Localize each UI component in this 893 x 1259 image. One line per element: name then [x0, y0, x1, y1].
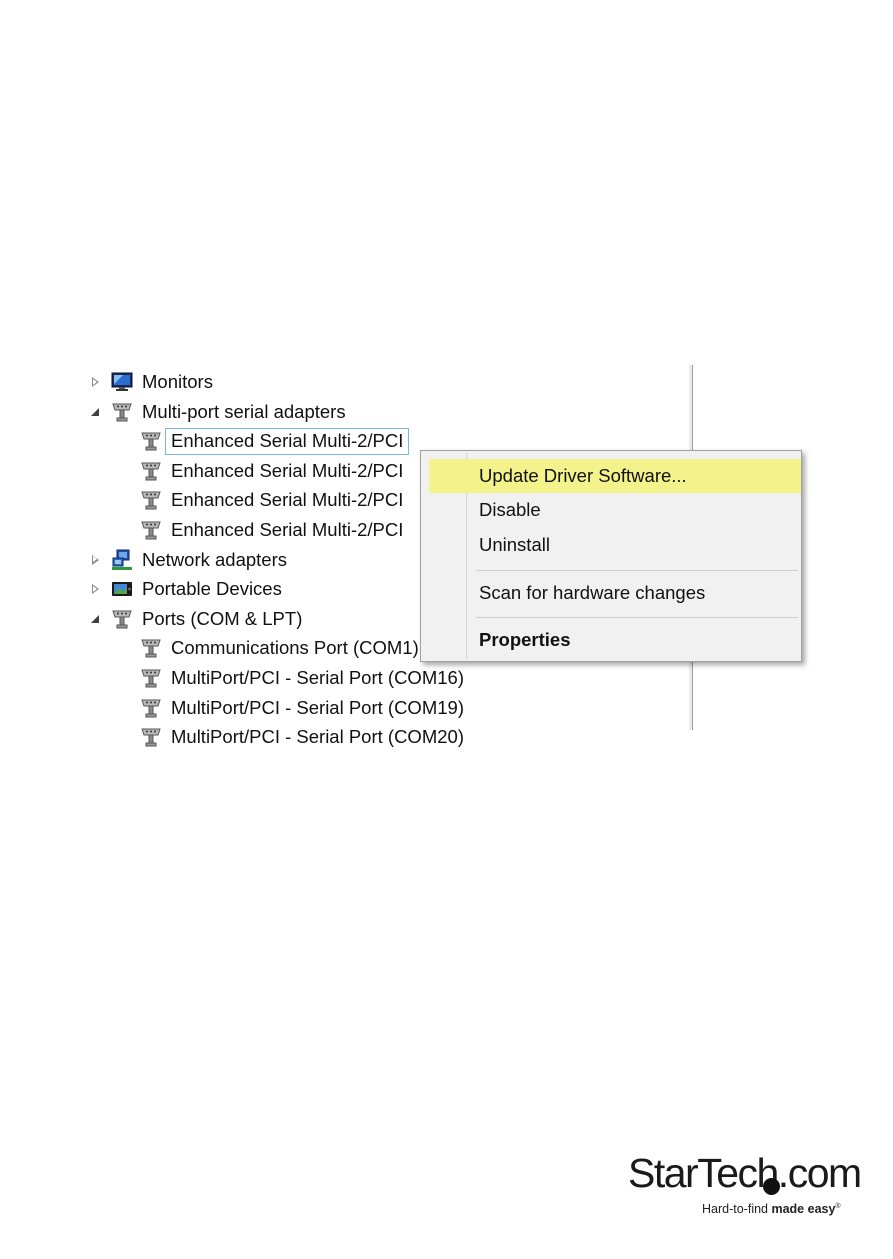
- tree-item[interactable]: MultiPort/PCI - Serial Port (COM20): [129, 724, 464, 750]
- monitor-icon: [111, 371, 133, 393]
- tree-item-label: Monitors: [142, 371, 213, 392]
- tree-item[interactable]: Communications Port (COM1): [129, 635, 419, 661]
- tree-item[interactable]: Enhanced Serial Multi-2/PCI: [129, 517, 403, 543]
- menu-item-label: Disable: [479, 499, 541, 520]
- collapse-arrow-icon[interactable]: [89, 405, 103, 419]
- context-menu: Update Driver Software... Disable Uninst…: [420, 450, 802, 662]
- tree-item[interactable]: MultiPort/PCI - Serial Port (COM19): [129, 695, 464, 721]
- menu-gutter: [466, 453, 467, 659]
- tree-item[interactable]: Portable Devices: [89, 576, 282, 602]
- serial-port-icon: [140, 519, 162, 541]
- startech-logo: StarTech.com Hard-to-find made easy®: [628, 1150, 862, 1220]
- logo-tagline: Hard-to-find made easy®: [702, 1202, 841, 1216]
- tree-item-label: Portable Devices: [142, 578, 282, 600]
- menu-item-disable[interactable]: Disable: [429, 493, 801, 527]
- serial-port-icon: [111, 401, 133, 423]
- tree-item[interactable]: Enhanced Serial Multi-2/PCI: [129, 458, 403, 484]
- tree-item-label: Enhanced Serial Multi-2/PCI: [171, 519, 404, 540]
- serial-port-icon: [140, 637, 162, 659]
- tree-item[interactable]: Ports (COM & LPT): [89, 606, 302, 632]
- registered-mark: ®: [835, 1202, 841, 1210]
- serial-port-icon: [140, 726, 162, 748]
- serial-port-icon: [140, 697, 162, 719]
- menu-item-label: Scan for hardware changes: [479, 582, 706, 603]
- tree-item[interactable]: MultiPort/PCI - Serial Port (COM16): [129, 665, 464, 691]
- tree-item-label: Enhanced Serial Multi-2/PCI: [171, 459, 404, 481]
- tree-item-label: Enhanced Serial Multi-2/PCI: [165, 427, 410, 455]
- expand-arrow-icon[interactable]: [89, 582, 103, 596]
- menu-item-scan-hardware[interactable]: Scan for hardware changes: [429, 576, 801, 610]
- portable-device-icon: [111, 578, 133, 600]
- tree-item[interactable]: Enhanced Serial Multi-2/PCI: [129, 487, 403, 513]
- logo-dot: [763, 1178, 780, 1195]
- serial-port-icon: [140, 667, 162, 689]
- tree-item[interactable]: Multi-port serial adapters: [89, 399, 346, 425]
- collapse-arrow-icon[interactable]: [89, 612, 103, 626]
- menu-item-uninstall[interactable]: Uninstall: [429, 528, 801, 562]
- serial-port-icon: [111, 608, 133, 630]
- menu-item-update-driver[interactable]: Update Driver Software...: [429, 459, 801, 493]
- expand-arrow-icon[interactable]: [89, 553, 103, 567]
- tree-item[interactable]: Enhanced Serial Multi-2/PCI: [129, 427, 410, 455]
- tree-item-label: Communications Port (COM1): [171, 637, 419, 659]
- tree-item-label: Multi-port serial adapters: [142, 400, 346, 422]
- tree-item-label: MultiPort/PCI - Serial Port (COM20): [171, 726, 464, 748]
- menu-separator: [476, 570, 798, 571]
- menu-item-properties[interactable]: Properties: [429, 623, 801, 657]
- serial-port-icon: [140, 430, 162, 452]
- tree-item-label: MultiPort/PCI - Serial Port (COM19): [171, 696, 464, 718]
- network-adapter-icon: [111, 549, 133, 571]
- tagline-bold: made easy: [771, 1202, 836, 1216]
- expand-arrow-icon[interactable]: [89, 375, 103, 389]
- logo-wordmark: StarTech.com: [628, 1150, 862, 1196]
- menu-item-label: Update Driver Software...: [479, 465, 687, 486]
- tagline-regular: Hard-to-find: [702, 1202, 772, 1216]
- tree-item-label: Enhanced Serial Multi-2/PCI: [171, 489, 404, 511]
- tree-item-label: MultiPort/PCI - Serial Port (COM16): [171, 667, 464, 688]
- serial-port-icon: [140, 489, 162, 511]
- tree-item-label: Ports (COM & LPT): [142, 607, 303, 629]
- menu-item-label: Properties: [479, 629, 571, 650]
- serial-port-icon: [140, 460, 162, 482]
- tree-item-label: Network adapters: [142, 548, 287, 570]
- tree-item[interactable]: Network adapters: [89, 547, 287, 573]
- menu-separator: [476, 617, 798, 618]
- tree-item[interactable]: Monitors: [89, 369, 213, 395]
- menu-item-label: Uninstall: [479, 534, 550, 555]
